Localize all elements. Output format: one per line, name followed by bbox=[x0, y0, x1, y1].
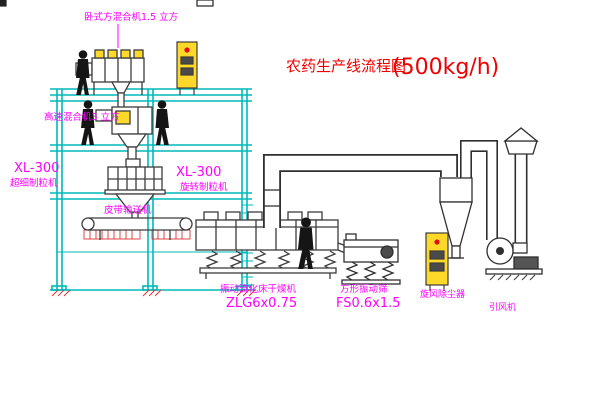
label-sieve-name: 方形振动筛 bbox=[340, 283, 388, 295]
label-mid-granulator-model: XL-300 bbox=[176, 165, 221, 180]
cabinet-panel bbox=[429, 262, 445, 272]
dryer-body bbox=[195, 219, 339, 251]
exhaust-duct-main bbox=[263, 154, 458, 228]
label-mid-granulator-name: 旋转制粒机 bbox=[180, 181, 228, 193]
high-speed-mixer bbox=[95, 106, 153, 162]
footing-pad bbox=[236, 285, 252, 291]
fluid-bed-dryer bbox=[195, 211, 353, 279]
title-capacity: (500kg/h) bbox=[392, 55, 499, 80]
control-cabinet-lower bbox=[425, 232, 449, 291]
dryer-port bbox=[307, 211, 323, 221]
cabinet-panel bbox=[180, 56, 194, 65]
top-edge-mark bbox=[196, 0, 214, 7]
dryer-port bbox=[247, 211, 263, 221]
discharge-cone bbox=[110, 81, 132, 94]
label-belt-conveyor: 皮带输送机 bbox=[104, 204, 152, 216]
label-left-granulator-model: XL-300 bbox=[14, 161, 59, 176]
ground-hatch bbox=[51, 289, 256, 297]
vibration-motor bbox=[380, 245, 394, 259]
rotary-granulator bbox=[104, 158, 166, 218]
dryer-base bbox=[199, 267, 337, 274]
feed-port bbox=[133, 49, 144, 59]
fan-outlet bbox=[512, 242, 528, 254]
indicator-light bbox=[184, 47, 190, 53]
cyclone-separator bbox=[439, 177, 473, 259]
diagram-title: 农药生产线流程图 (500kg/h) bbox=[286, 55, 499, 80]
cabinet-panel bbox=[429, 250, 445, 260]
discharge-cone bbox=[116, 133, 148, 148]
label-dryer-model: ZLG6x0.75 bbox=[226, 296, 297, 311]
horizontal-mixer bbox=[75, 49, 145, 109]
vibration-spring bbox=[364, 261, 376, 281]
label-sieve-model: FS0.6x1.5 bbox=[336, 296, 401, 311]
vibration-spring bbox=[278, 250, 290, 270]
fan-base bbox=[485, 268, 543, 275]
vibration-spring bbox=[230, 250, 242, 270]
equipment-labels: 卧式方混合机1.5 立方 高速混合机3 立方 XL-300 超细制粒机 XL-3… bbox=[10, 11, 516, 313]
conveyor-pulley bbox=[179, 217, 193, 231]
cabinet-body bbox=[176, 41, 198, 89]
fan-motor bbox=[513, 256, 539, 270]
sieve-base bbox=[341, 279, 401, 285]
indicator-light bbox=[434, 239, 440, 245]
label-high-speed-mixer: 高速混合机3 立方 bbox=[44, 111, 120, 123]
feed-port bbox=[120, 49, 131, 59]
vibrating-sieve bbox=[341, 233, 401, 285]
belt-conveyor bbox=[81, 217, 193, 240]
cabinet-panel bbox=[180, 67, 194, 76]
vibration-spring bbox=[206, 250, 218, 270]
border-marks bbox=[0, 0, 214, 7]
dryer-port bbox=[287, 211, 303, 221]
base-hatch bbox=[489, 274, 536, 281]
feed-port bbox=[94, 49, 105, 59]
induced-draft-fan bbox=[485, 237, 543, 281]
granulator-inlet bbox=[125, 158, 141, 168]
cyclone-outlet bbox=[451, 245, 461, 259]
vibration-spring bbox=[382, 261, 394, 281]
label-cyclone: 旋风除尘器 bbox=[420, 288, 465, 300]
vibration-spring bbox=[254, 250, 266, 270]
title-text: 农药生产线流程图 bbox=[286, 57, 406, 75]
label-left-granulator-name: 超细制粒机 bbox=[10, 177, 58, 189]
control-cabinet-upper bbox=[176, 41, 198, 95]
dryer-port bbox=[203, 211, 219, 221]
worker-second-floor-right bbox=[155, 100, 169, 145]
vibration-spring bbox=[324, 250, 336, 270]
vibration-spring bbox=[346, 261, 358, 281]
label-top-mixer: 卧式方混合机1.5 立方 bbox=[84, 11, 178, 23]
label-fan: 引风机 bbox=[489, 301, 516, 313]
hopper-cone bbox=[114, 193, 156, 213]
mixer-hatch bbox=[115, 110, 131, 125]
duct-flange bbox=[263, 189, 281, 207]
footing-pad bbox=[51, 285, 67, 291]
conveyor-pulley bbox=[81, 217, 95, 231]
footing-pad bbox=[142, 285, 158, 291]
drop-pipe bbox=[117, 92, 125, 109]
corner-mark bbox=[0, 0, 7, 7]
rain-cap bbox=[503, 127, 539, 155]
feed-port bbox=[107, 49, 118, 59]
dryer-port bbox=[225, 211, 241, 221]
cyclone-cylinder bbox=[439, 177, 473, 203]
fan-hub bbox=[496, 247, 504, 255]
label-dryer-name: 振动流化床干燥机 bbox=[220, 283, 297, 295]
cyclone-exhaust-duct bbox=[460, 140, 498, 240]
